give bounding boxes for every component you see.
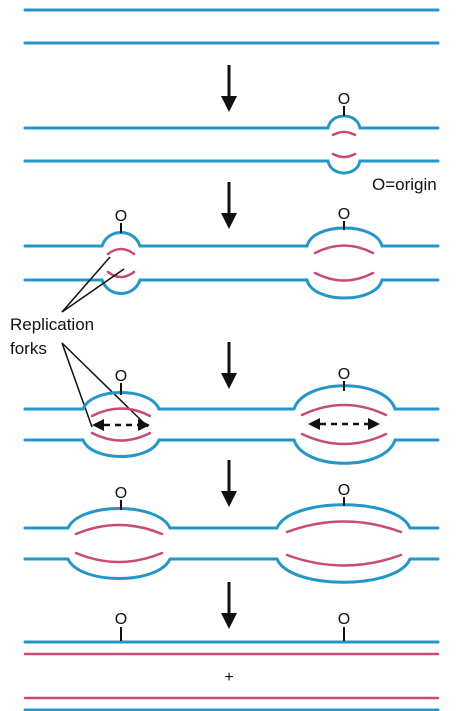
stage-3-daughter bbox=[106, 270, 136, 279]
origin-marker: O bbox=[115, 611, 127, 628]
stage-5-dna: O O bbox=[23, 482, 440, 584]
stage-1-dna bbox=[23, 8, 440, 45]
origin-marker: O bbox=[338, 611, 350, 628]
stage-2-top-strand bbox=[23, 114, 440, 130]
stage-2-daughter-top bbox=[331, 130, 357, 137]
origin-marker: O bbox=[338, 482, 350, 499]
stage-5-daughter bbox=[74, 551, 164, 564]
stage-3-daughter bbox=[106, 247, 136, 256]
fork-direction-arrow bbox=[92, 419, 150, 431]
stage-6-dna: O O + bbox=[23, 611, 440, 711]
replication-forks-label-line2: forks bbox=[10, 339, 47, 358]
replication-forks-callout: Replication forks bbox=[10, 256, 149, 428]
stage-4-top-strand bbox=[23, 384, 440, 411]
origin-marker: O bbox=[115, 208, 127, 225]
stage-5-bottom-strand bbox=[23, 557, 440, 584]
step-arrow-3 bbox=[221, 342, 237, 389]
origin-marker: O bbox=[338, 206, 350, 223]
stage-3-daughter bbox=[313, 244, 375, 255]
origin-marker: O bbox=[115, 485, 127, 502]
stage-3-dna: O O bbox=[23, 206, 440, 300]
stage-4-daughter bbox=[300, 432, 388, 446]
step-arrow-2 bbox=[221, 182, 237, 229]
stage-2-dna: O O=origin bbox=[23, 91, 440, 194]
fork-direction-arrow bbox=[308, 418, 380, 430]
stage-5-daughter bbox=[285, 520, 403, 534]
replication-forks-label: Replication bbox=[10, 315, 94, 334]
plus-sign: + bbox=[224, 669, 233, 686]
stage-4-daughter bbox=[90, 431, 152, 442]
stage-3-bottom-strand bbox=[23, 278, 440, 300]
stage-2-daughter-bottom bbox=[331, 152, 357, 159]
stage-3-top-strand bbox=[23, 226, 440, 248]
stage-2-bottom-strand bbox=[23, 159, 440, 175]
origin-marker: O bbox=[115, 368, 127, 385]
step-arrow-1 bbox=[221, 65, 237, 112]
stage-5-top-strand bbox=[23, 503, 440, 530]
origin-marker: O bbox=[338, 366, 350, 383]
origin-legend: O=origin bbox=[372, 175, 437, 194]
stage-3-daughter bbox=[313, 271, 375, 282]
stage-5-daughter bbox=[74, 523, 164, 536]
origin-marker: O bbox=[338, 91, 350, 108]
step-arrow-5 bbox=[221, 582, 237, 629]
step-arrow-4 bbox=[221, 460, 237, 507]
stage-5-daughter bbox=[285, 553, 403, 567]
stage-4-bottom-strand bbox=[23, 438, 440, 465]
stage-4-daughter bbox=[300, 403, 388, 417]
stage-4-daughter bbox=[90, 407, 152, 418]
stage-4-dna: O O bbox=[23, 366, 440, 465]
